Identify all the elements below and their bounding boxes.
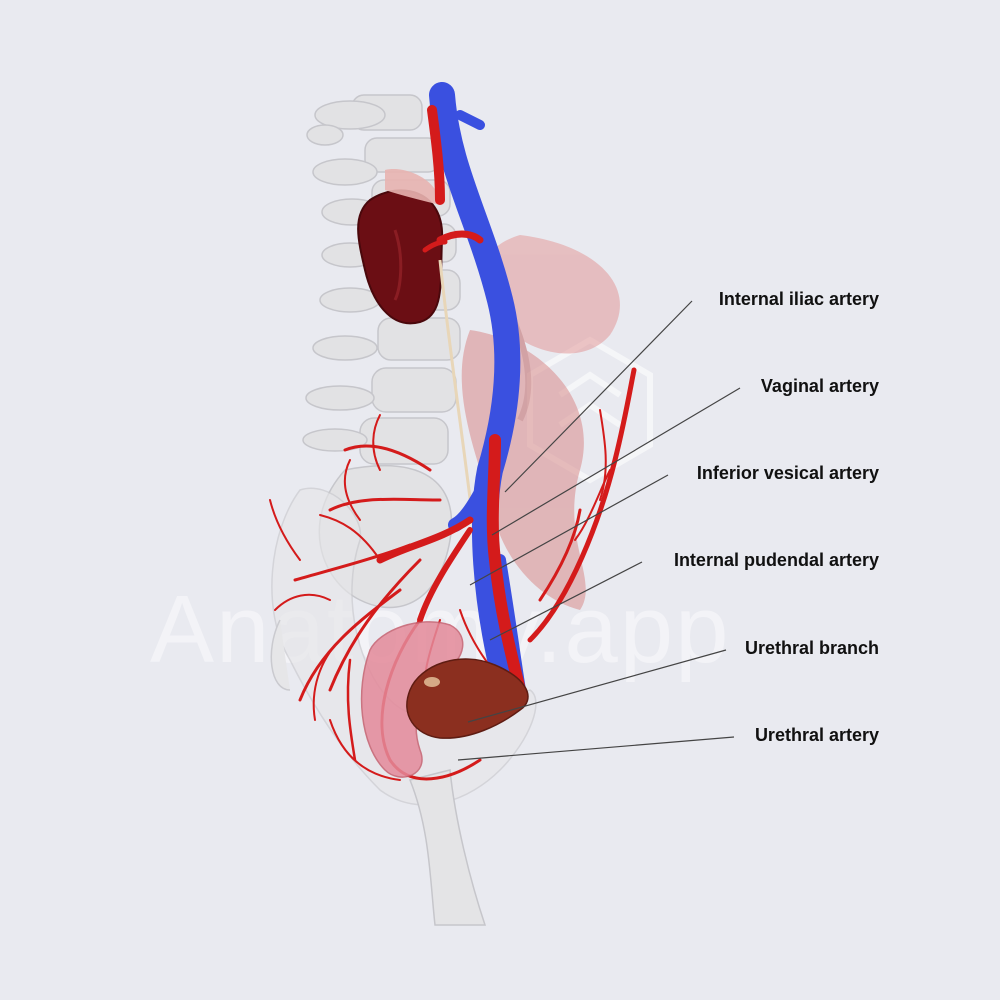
leader-internal-pudendal-artery — [489, 561, 643, 641]
label-internal-pudendal-artery: Internal pudendal artery — [673, 550, 879, 570]
leader-urethral-artery — [457, 736, 735, 761]
leader-inferior-vesical-artery — [469, 474, 669, 586]
label-inferior-vesical-artery: Inferior vesical artery — [696, 463, 879, 483]
leader-lines — [457, 300, 741, 761]
leader-urethral-branch — [467, 649, 727, 723]
pelvic-organs — [360, 621, 529, 778]
label-internal-iliac-artery: Internal iliac artery — [718, 289, 879, 309]
femur — [408, 769, 487, 926]
label-urethral-artery: Urethral artery — [754, 725, 879, 745]
leader-internal-iliac-artery — [504, 300, 693, 493]
label-urethral-branch: Urethral branch — [744, 638, 879, 658]
label-vaginal-artery: Vaginal artery — [760, 376, 879, 396]
arteries — [269, 105, 637, 781]
kidney — [357, 169, 444, 325]
leader-vaginal-artery — [491, 387, 741, 536]
